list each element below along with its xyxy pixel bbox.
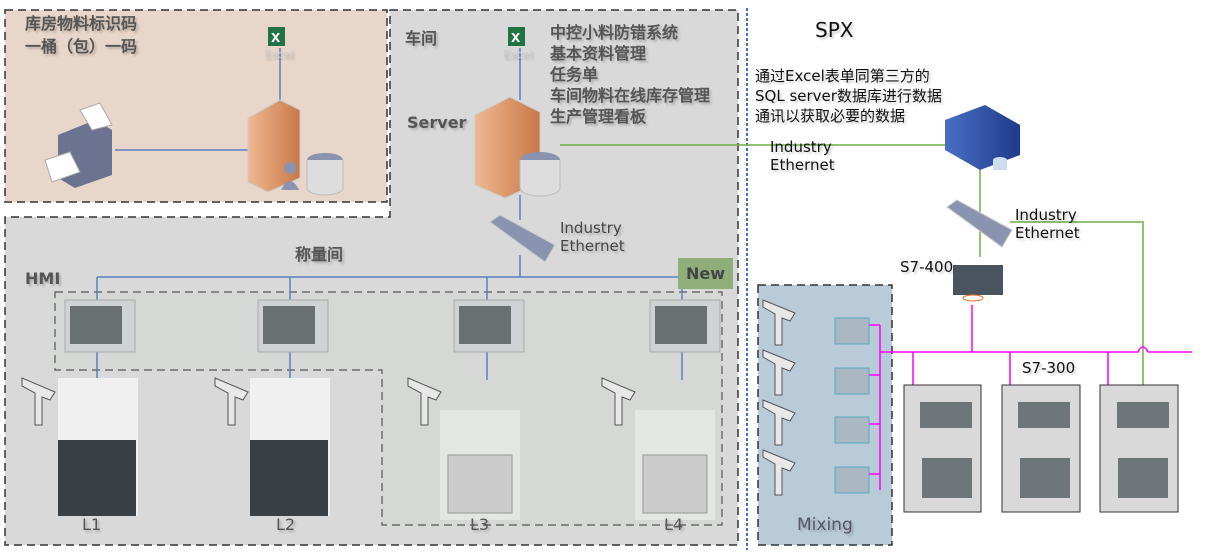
ethernet-label: Industry [560,219,622,237]
feature-item: 任务单 [550,65,599,84]
workshop-title: 车间 [405,29,438,48]
s7-400-label: S7-400 [900,258,954,276]
ethernet-label: Industry [770,138,832,156]
spx-desc: SQL server数据库进行数据 [755,87,942,105]
apv-module [834,367,870,395]
svg-text:X: X [271,31,281,45]
spx-desc: 通过Excel表单同第三方的 [755,67,930,85]
server-icon [247,99,344,196]
hmi-area [54,291,723,526]
excel-icon: X [268,27,285,46]
feature-item: 基本资料管理 [550,44,647,63]
apv-module [834,466,870,494]
line-label: L4 [664,515,684,534]
line-label: L3 [470,515,490,534]
line-label: L1 [82,515,102,534]
excel-label: Excel [503,48,533,61]
warehouse-subtitle: 一桶（包）一码 [25,37,138,56]
switch-icon [946,199,1013,248]
new-badge: New [678,258,733,289]
ethernet-label: Ethernet [770,156,835,174]
line-label: L2 [276,515,296,534]
apv-module [834,416,870,444]
mixing-label: Mixing [797,515,853,535]
apv-module [834,317,870,345]
database-server-icon [945,105,1020,170]
spx-desc: 通讯以获取必要的数据 [755,107,906,125]
server-icon [474,96,561,199]
excel-icon: X [508,27,525,46]
spx-title: SPX [815,18,854,42]
switch-icon [489,214,556,263]
s7-400-plc [940,257,1018,305]
ethernet-label: Ethernet [560,237,625,255]
svg-text:X: X [511,31,521,45]
weighing-room-title: 称量间 [295,245,344,264]
server-label: Server [407,113,467,132]
barcode-scanner-icon [21,299,796,496]
ethernet-label: Industry [1015,206,1077,224]
hmi-label: HMI [25,269,61,288]
feature-item: 车间物料在线库存管理 [550,86,711,105]
s7-300-label: S7-300 [1022,359,1076,377]
printer-icon [44,102,113,188]
warehouse-title: 库房物料标识码 [25,14,138,33]
feature-item: 中控小料防错系统 [550,23,679,42]
excel-label: Excel [264,48,294,61]
ethernet-label: Ethernet [1015,224,1080,242]
feature-item: 生产管理看板 [550,107,647,126]
